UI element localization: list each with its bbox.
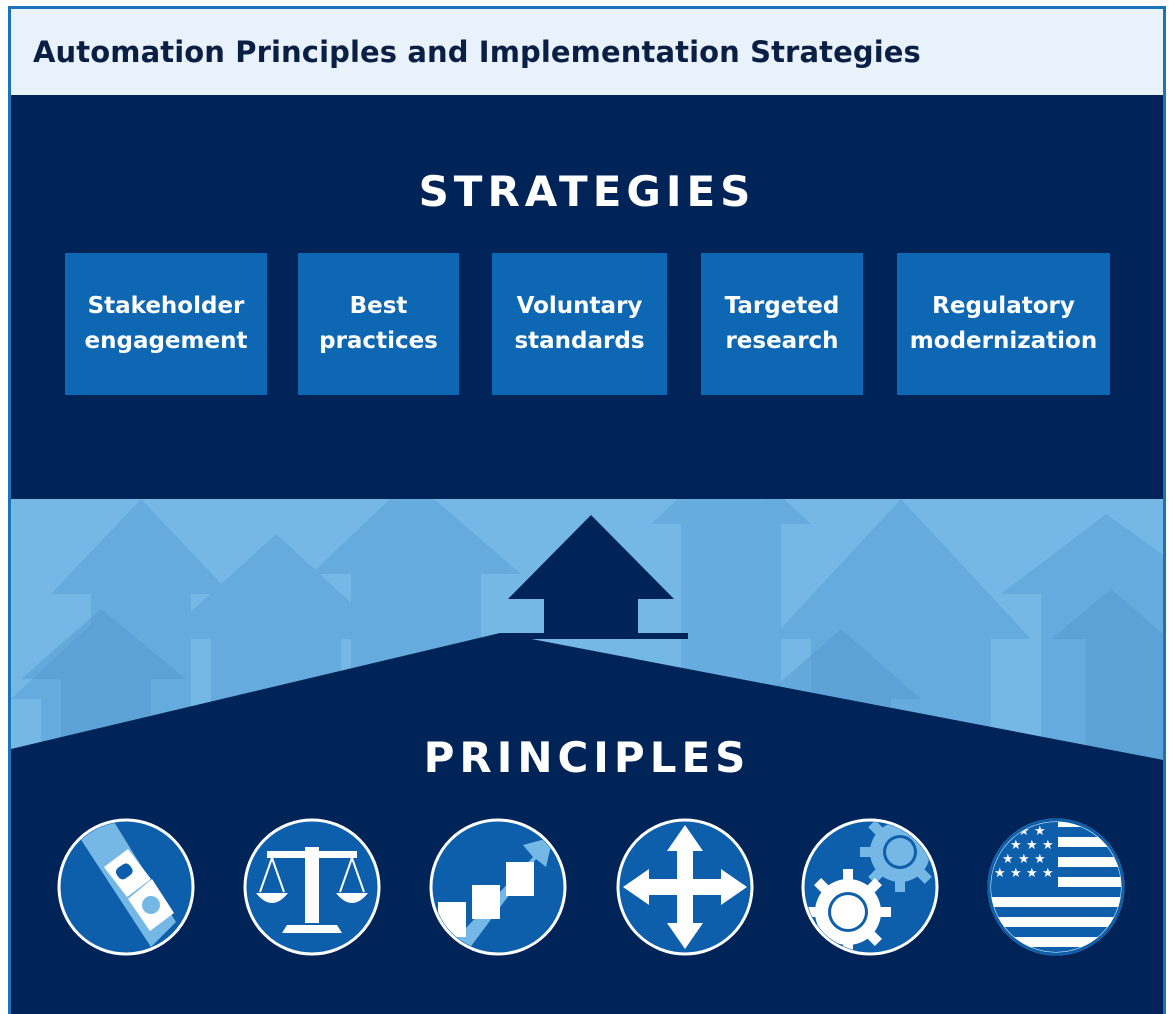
strategy-box-regulatory-modernization: Regulatory modernization — [897, 253, 1110, 395]
strategy-box-voluntary-standards: Voluntary standards — [492, 253, 667, 395]
scales-icon — [242, 817, 382, 957]
svg-text:★: ★ — [1042, 866, 1054, 881]
principles-heading: PRINCIPLES — [423, 733, 751, 782]
svg-text:★: ★ — [1010, 866, 1022, 881]
svg-text:★: ★ — [1002, 852, 1014, 867]
strategy-label-line2: standards — [514, 328, 645, 354]
gears-icon — [800, 817, 940, 957]
strategy-label-line1: Voluntary — [516, 293, 643, 319]
infographic-frame: Automation Principles and Implementation… — [8, 6, 1166, 1014]
strategy-label-line1: Targeted — [724, 293, 840, 319]
svg-text:★: ★ — [1018, 852, 1030, 867]
strategy-label-line2: modernization — [909, 328, 1098, 354]
strategy-box-best-practices: Best practices — [298, 253, 459, 395]
svg-text:★: ★ — [1026, 866, 1038, 881]
arrow-shaft-base — [500, 633, 688, 639]
svg-text:★: ★ — [1010, 838, 1022, 853]
strategies-heading: STRATEGIES — [418, 167, 756, 216]
svg-text:★: ★ — [1026, 838, 1038, 853]
svg-text:★: ★ — [1018, 824, 1030, 839]
strategy-label-line1: Stakeholder — [87, 293, 245, 319]
central-up-arrow — [508, 515, 674, 639]
strategy-box-targeted-research: Targeted research — [701, 253, 863, 395]
svg-text:★: ★ — [1034, 824, 1046, 839]
four-way-arrows-icon — [615, 817, 755, 957]
svg-text:★: ★ — [1042, 838, 1054, 853]
strategy-label-line1: Best — [349, 293, 408, 319]
seatbelt-icon — [56, 817, 196, 957]
growth-chart-icon — [428, 817, 568, 957]
strategy-label-line1: Regulatory — [932, 293, 1075, 319]
strategy-label-line2: engagement — [84, 328, 248, 354]
strategy-label-line2: research — [725, 328, 839, 354]
svg-text:★: ★ — [1034, 852, 1046, 867]
svg-text:★: ★ — [994, 866, 1006, 881]
title-bar: Automation Principles and Implementation… — [11, 9, 1163, 95]
page-title: Automation Principles and Implementation… — [33, 35, 921, 69]
strategy-box-stakeholder-engagement: Stakeholder engagement — [65, 253, 267, 395]
us-flag-icon: ★★★ ★★★★ ★★★ ★★★★ — [986, 817, 1126, 957]
strategy-label-line2: practices — [319, 328, 438, 354]
